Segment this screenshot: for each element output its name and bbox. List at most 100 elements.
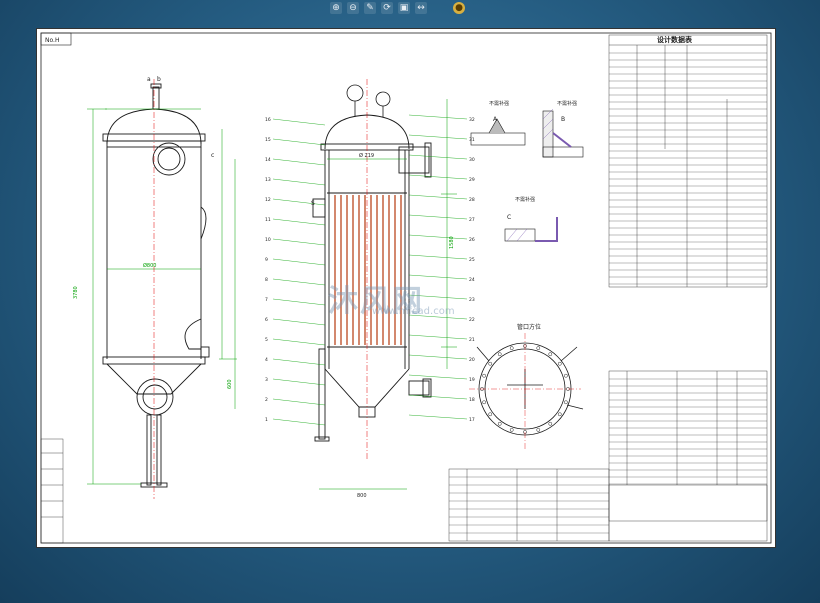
bolt-hole: [509, 428, 514, 432]
leader-line: [272, 338, 326, 346]
leader-line: [408, 214, 468, 220]
toolbar-spacer: [432, 2, 448, 14]
weld-note-c: 不需补强: [515, 196, 535, 203]
leader-line: [272, 298, 326, 306]
leader-number: 32: [469, 117, 475, 123]
leader-number: 8: [265, 277, 268, 283]
leader-number: 6: [265, 317, 268, 323]
section-side-nozzle: [398, 146, 430, 174]
leader-number: 2: [265, 397, 268, 403]
leader-number: 14: [265, 157, 271, 163]
bolt-hole: [564, 373, 568, 378]
measure-icon[interactable]: ↔: [415, 2, 427, 14]
dim-overall-height: 3780: [73, 286, 79, 299]
bolt-hole: [557, 412, 562, 417]
rotate-icon[interactable]: ⟳: [381, 2, 393, 14]
leader-line: [408, 274, 468, 280]
leader-number: 24: [469, 277, 475, 283]
cad-drawing: 3231302928272625242322212019181716151413…: [40, 32, 772, 544]
leader-line: [408, 254, 468, 260]
leader-number: 18: [469, 397, 475, 403]
leader-number: 30: [469, 157, 475, 163]
leader-line: [408, 154, 468, 160]
leader-line: [272, 398, 326, 406]
leader-number: 26: [469, 237, 475, 243]
dim-inner-height: 1580: [449, 236, 455, 249]
sheet-code-box: [40, 32, 72, 46]
leader-number: 5: [265, 337, 268, 343]
bottom-flange: [136, 378, 174, 416]
leader-number: 20: [469, 357, 475, 363]
sheet-code: No.H: [45, 37, 59, 44]
leader-line: [408, 114, 468, 120]
leader-number: 17: [469, 417, 475, 423]
leader-line: [408, 134, 468, 140]
front-dimensions: [87, 108, 237, 485]
zoom-out-icon[interactable]: ⊖: [347, 2, 359, 14]
bolt-hole: [536, 428, 541, 432]
leader-lines: 3231302928272625242322212019181716151413…: [265, 114, 475, 426]
leader-line: [408, 314, 468, 320]
leader-line: [408, 194, 468, 200]
weld-details: [470, 110, 584, 242]
spec-table: [608, 34, 768, 288]
weld-view-c: C: [507, 214, 511, 221]
pan-icon[interactable]: ✎: [364, 2, 376, 14]
bolt-hole: [548, 421, 553, 426]
leader-number: 27: [469, 217, 475, 223]
leader-line: [272, 258, 326, 266]
weld-view-b: B: [561, 116, 565, 123]
leader-line: [272, 318, 326, 326]
zoom-in-icon[interactable]: ⊕: [330, 2, 342, 14]
leader-line: [408, 414, 468, 420]
section-callout: S: [311, 200, 315, 207]
leader-number: 11: [265, 217, 271, 223]
leader-line: [272, 378, 326, 386]
front-view: [102, 83, 210, 488]
bolt-hole: [488, 412, 493, 417]
section-dimensions: [319, 99, 457, 490]
settings-icon[interactable]: ●: [453, 2, 465, 14]
bolt-hole: [564, 400, 568, 405]
leader-line: [272, 158, 326, 166]
bottom-head: [106, 363, 202, 395]
leader-number: 19: [469, 377, 475, 383]
weld-view-a: A: [493, 116, 498, 123]
bolt-hole: [482, 400, 486, 405]
leader-number: 25: [469, 257, 475, 263]
spec-table-title: 设计数据表: [657, 35, 693, 44]
leader-number: 22: [469, 317, 475, 323]
dim-cone-label: Ø 219: [359, 152, 374, 159]
dim-bottom-height: 600: [227, 379, 233, 389]
leader-number: 4: [265, 357, 268, 363]
leader-line: [408, 394, 468, 400]
weld-note-a: 不需补强: [489, 100, 509, 107]
revision-block: [40, 438, 64, 544]
bolt-hole: [497, 352, 502, 357]
leader-number: 10: [265, 237, 271, 243]
leader-line: [408, 334, 468, 340]
bolt-hole: [488, 361, 493, 366]
bolt-hole: [509, 346, 514, 350]
leader-line: [272, 178, 326, 186]
fit-icon[interactable]: ▣: [398, 2, 410, 14]
tube-bundle: [334, 195, 402, 345]
leader-line: [272, 198, 326, 206]
leader-line: [272, 358, 326, 366]
watermark-site: www.mfcad.com: [372, 306, 455, 317]
leader-number: 12: [265, 197, 271, 203]
hatching: [506, 108, 554, 242]
nozzle-tag-c: c: [211, 152, 214, 159]
leader-line: [408, 174, 468, 180]
leader-line: [272, 278, 326, 286]
leader-line: [272, 238, 326, 246]
leader-number: 16: [265, 117, 271, 123]
leader-number: 23: [469, 297, 475, 303]
leader-line: [408, 374, 468, 380]
leader-number: 3: [265, 377, 268, 383]
bolt-hole: [482, 373, 486, 378]
leader-number: 29: [469, 177, 475, 183]
gauges: [346, 84, 391, 117]
leader-line: [272, 418, 326, 426]
